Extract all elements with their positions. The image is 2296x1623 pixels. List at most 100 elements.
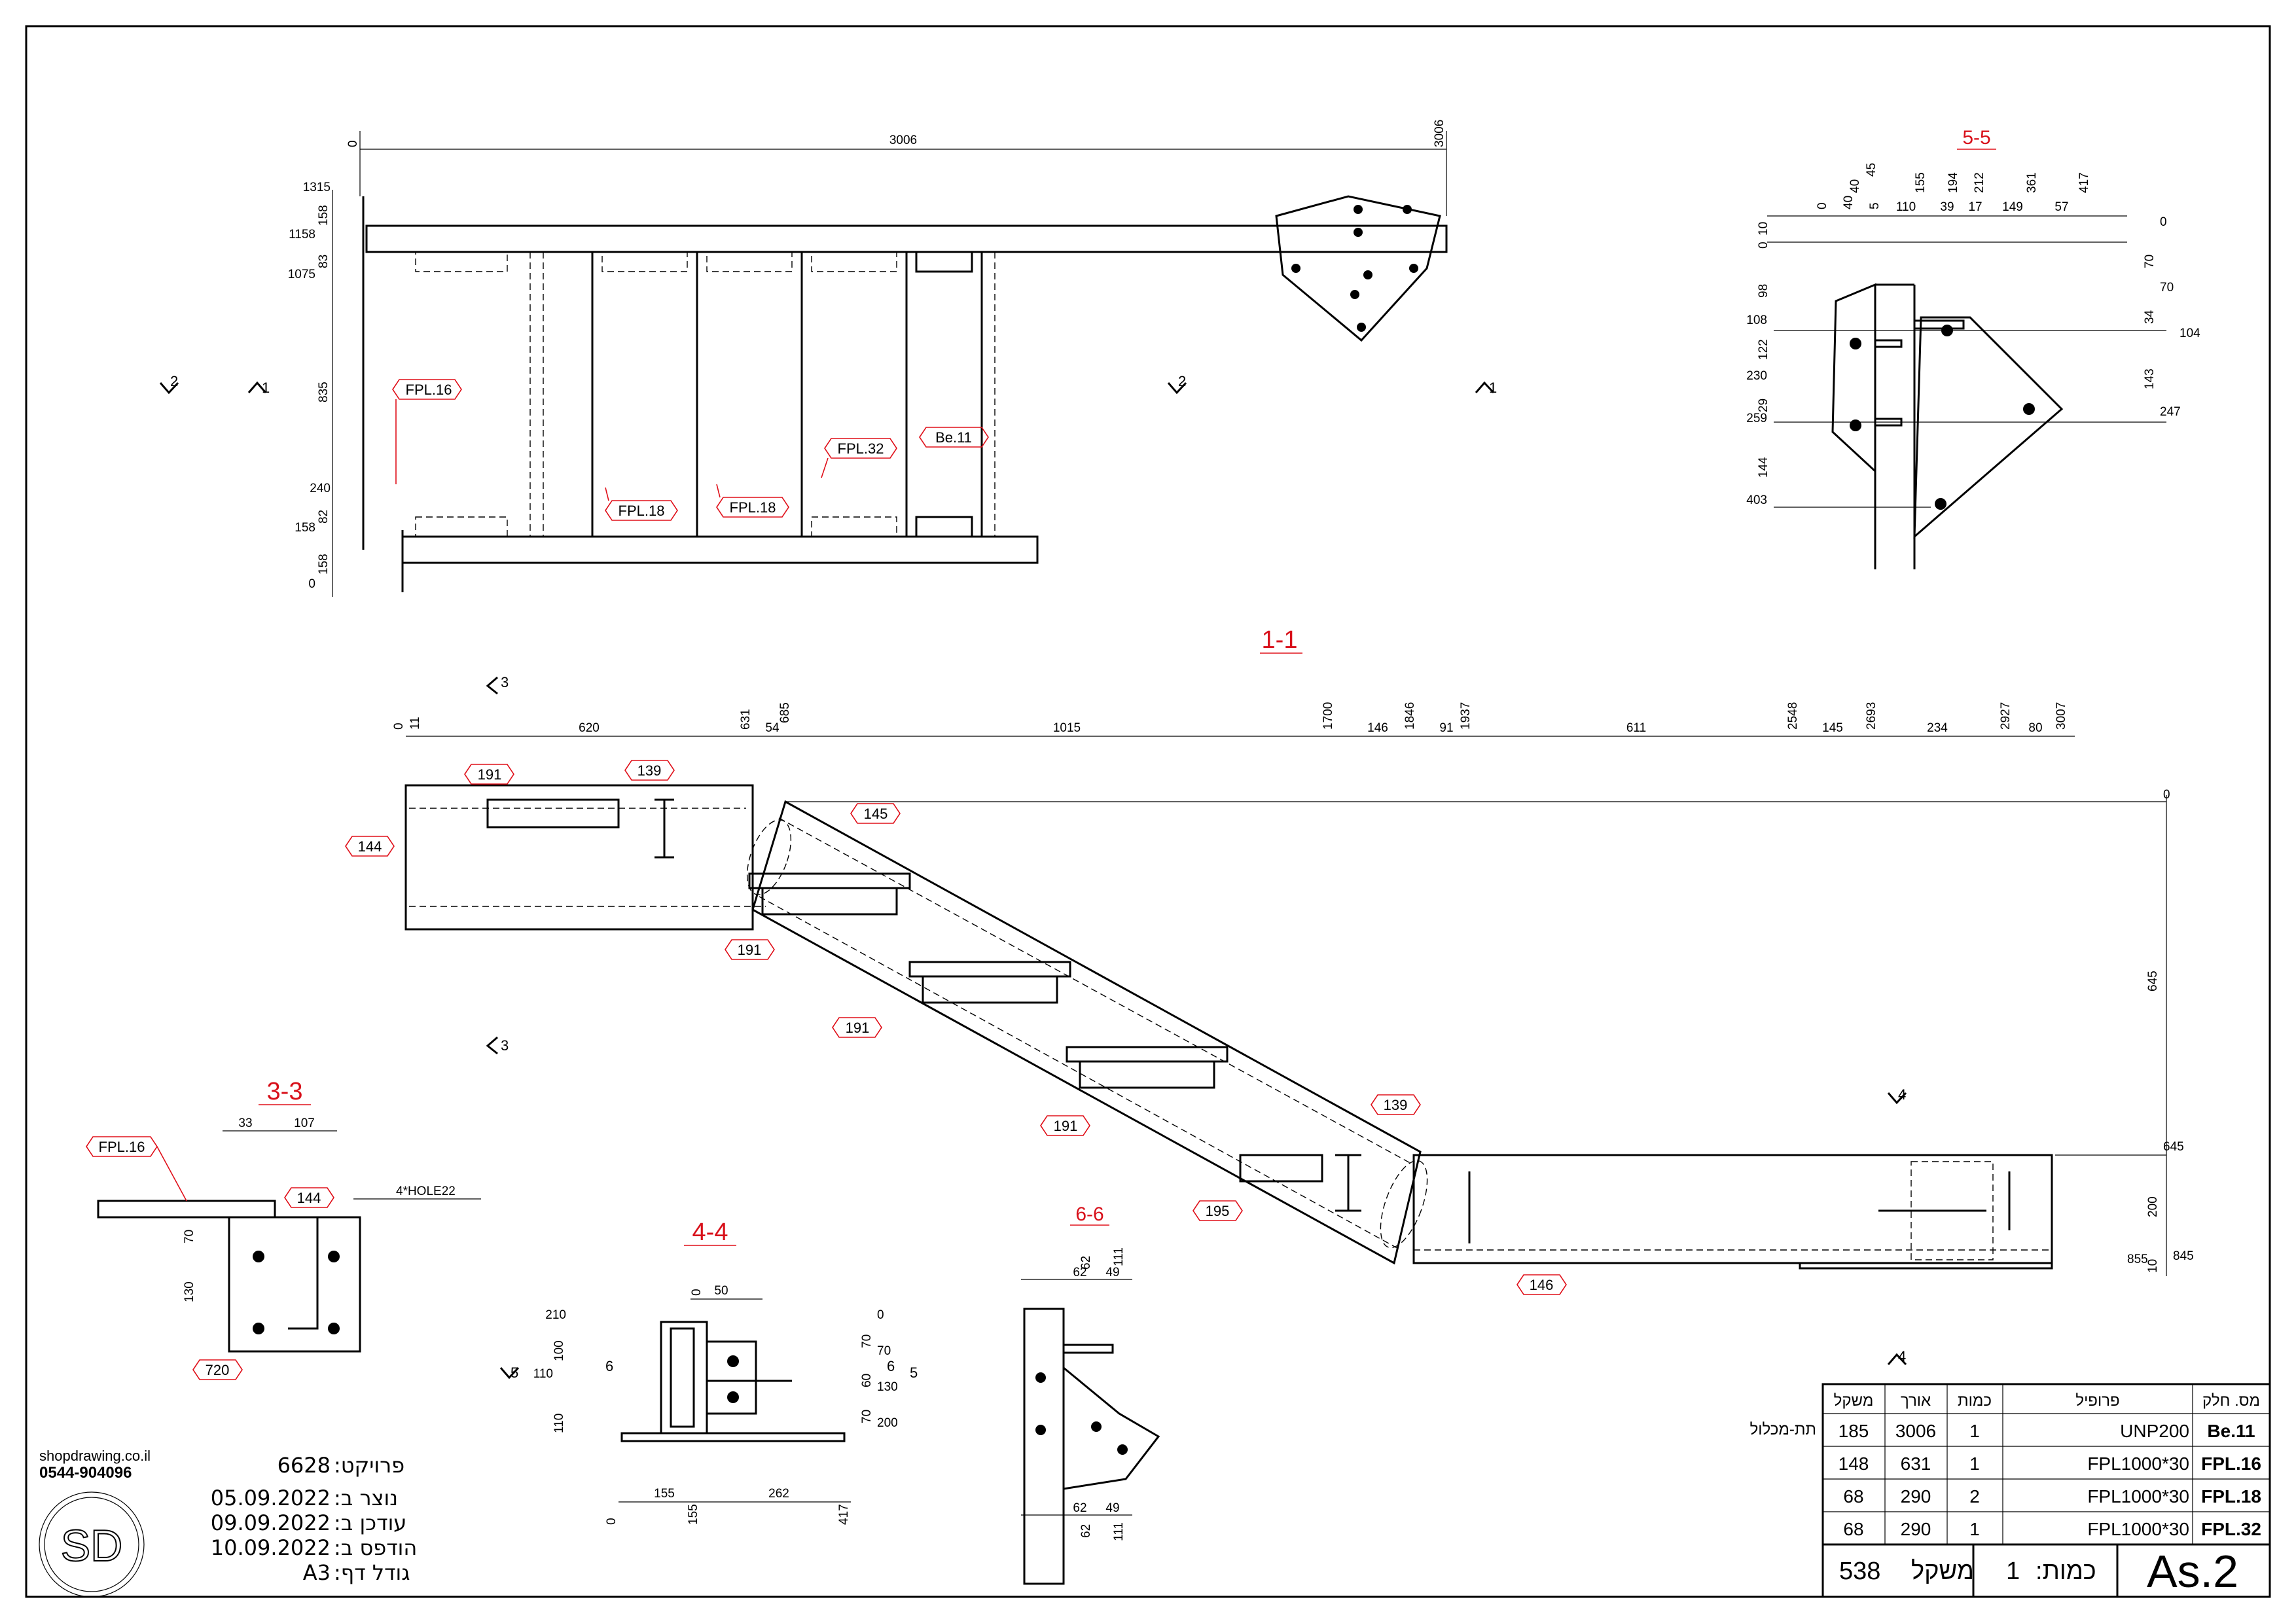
- svg-text:6628: 6628: [278, 1453, 331, 1478]
- svg-text:91: 91: [1439, 721, 1453, 735]
- svg-text:194: 194: [1946, 172, 1960, 193]
- svg-text:230: 230: [1746, 369, 1767, 383]
- svg-text:234: 234: [1927, 721, 1948, 735]
- elev-tag-145: 145: [850, 803, 901, 824]
- qty-label: :כמות: [2036, 1558, 2096, 1585]
- svg-text:6: 6: [605, 1358, 613, 1374]
- svg-text:645: 645: [2163, 1140, 2184, 1154]
- svg-text:3006: 3006: [1895, 1421, 1936, 1441]
- svg-text:247: 247: [2160, 405, 2181, 419]
- svg-text:FPL1000*30: FPL1000*30: [2087, 1519, 2189, 1539]
- elev-tag-139-a: 139: [624, 760, 675, 781]
- svg-text:50: 50: [714, 1284, 728, 1298]
- svg-text:אורך: אורך: [1901, 1392, 1931, 1410]
- svg-text:83: 83: [317, 255, 331, 268]
- dims-5-5-right: 0 70 70 34 104 143 247: [2143, 215, 2200, 419]
- elev-tag-191-a: 191: [464, 764, 514, 785]
- svg-text:משקל: משקל: [1834, 1392, 1874, 1410]
- svg-text:191: 191: [738, 942, 762, 958]
- svg-text:139: 139: [637, 762, 662, 779]
- svg-text:כמות: כמות: [1958, 1392, 1992, 1410]
- svg-text:290: 290: [1901, 1486, 1931, 1507]
- svg-text:108: 108: [1746, 313, 1767, 327]
- svg-text:200: 200: [877, 1416, 898, 1430]
- svg-text:34: 34: [2143, 310, 2157, 324]
- svg-text::הודפס ב: :הודפס ב: [334, 1535, 417, 1560]
- svg-text:148: 148: [1839, 1454, 1869, 1474]
- svg-text:33: 33: [238, 1116, 252, 1130]
- svg-text:62: 62: [1073, 1501, 1086, 1515]
- total-weight: 538: [1839, 1558, 1880, 1585]
- svg-text:0: 0: [308, 577, 315, 591]
- svg-text:1: 1: [1969, 1421, 1980, 1441]
- svg-text:158: 158: [295, 521, 315, 535]
- dims-1-1-right: 0 645 645 200 855 845 10: [2127, 788, 2194, 1273]
- svg-text:139: 139: [1384, 1097, 1408, 1113]
- elev-tag-191-d: 191: [1040, 1115, 1090, 1136]
- svg-text:403: 403: [1746, 493, 1767, 507]
- svg-text:FPL1000*30: FPL1000*30: [2087, 1486, 2189, 1507]
- elev-tag-139-b: 139: [1371, 1094, 1421, 1115]
- svg-text:3007: 3007: [2054, 702, 2068, 730]
- svg-text:144: 144: [297, 1190, 321, 1206]
- svg-text:1700: 1700: [1321, 702, 1335, 730]
- section-3-3: 3-3 33 107 70 130 FPL.16 144 720 4*HOLE2…: [86, 1078, 481, 1380]
- plan-left-dims: 1315 158 1158 83 1075 835 240 82 158 158…: [288, 181, 331, 591]
- svg-text:70: 70: [877, 1344, 891, 1358]
- section-6-6: 6-6 62 111 62 49 62 49 62 111: [1021, 1204, 1160, 1585]
- plan-dim-end: 3006: [1433, 120, 1446, 147]
- svg-text:195: 195: [1206, 1203, 1230, 1219]
- parts-table-header: משקל אורך כמות פרופיל מס. חלק: [1834, 1392, 2260, 1410]
- svg-text:60: 60: [860, 1374, 874, 1387]
- svg-text:11: 11: [408, 717, 422, 730]
- svg-text:62: 62: [1079, 1524, 1093, 1538]
- elev-tag-144: 144: [345, 836, 395, 857]
- svg-text:FPL.32: FPL.32: [2201, 1519, 2261, 1539]
- svg-text:מס. חלק: מס. חלק: [2202, 1392, 2260, 1410]
- svg-text:2927: 2927: [1999, 702, 2013, 730]
- svg-text:57: 57: [2054, 200, 2068, 214]
- svg-text:09.09.2022: 09.09.2022: [211, 1510, 331, 1535]
- svg-text:39: 39: [1940, 200, 1954, 214]
- svg-text:FPL.18: FPL.18: [619, 503, 665, 519]
- parts-table-row: 68 290 1 FPL1000*30 FPL.32: [1843, 1519, 2261, 1539]
- svg-text:145: 145: [1822, 721, 1843, 735]
- svg-text:290: 290: [1901, 1519, 1931, 1539]
- svg-text:143: 143: [2143, 368, 2157, 389]
- svg-text:122: 122: [1757, 339, 1770, 360]
- svg-text:146: 146: [1530, 1277, 1554, 1293]
- svg-text:2548: 2548: [1786, 702, 1800, 730]
- svg-text:685: 685: [778, 702, 792, 723]
- svg-text:361: 361: [2025, 172, 2039, 193]
- svg-text:3: 3: [501, 1037, 509, 1054]
- title-5-5: 5-5: [1962, 127, 1990, 149]
- svg-text:149: 149: [2002, 200, 2023, 214]
- svg-text:49: 49: [1105, 1501, 1119, 1515]
- svg-text:2: 2: [1969, 1486, 1980, 1507]
- parts-table-side-label: תת-מכלול: [1750, 1421, 1816, 1438]
- parts-table-row: 68 290 2 FPL1000*30 FPL.18: [1843, 1486, 2261, 1507]
- svg-text:FPL.16: FPL.16: [2201, 1454, 2261, 1474]
- sheet-border: [25, 25, 2271, 1598]
- svg-text:158: 158: [317, 205, 331, 226]
- svg-text:פרופיל: פרופיל: [2075, 1392, 2119, 1410]
- company-site: shopdrawing.co.il: [39, 1448, 151, 1464]
- plan-dim-zero: 0: [346, 140, 360, 147]
- s33-hole-note: 4*HOLE22: [396, 1185, 456, 1198]
- dims-5-5-top: 0 40 40 45 5 110 155 194 39 212 17 149 3…: [1816, 163, 2091, 214]
- svg-text:6: 6: [887, 1358, 895, 1374]
- company-block: shopdrawing.co.il 0544-904096 SD: [39, 1448, 151, 1597]
- svg-text:130: 130: [183, 1281, 196, 1302]
- svg-text:611: 611: [1626, 721, 1646, 735]
- svg-text:191: 191: [846, 1020, 870, 1036]
- drawing-number: As.2: [2147, 1546, 2238, 1597]
- svg-text:417: 417: [2077, 172, 2091, 193]
- svg-text:1: 1: [1489, 380, 1497, 396]
- svg-text:3: 3: [501, 674, 509, 690]
- svg-text:5: 5: [910, 1364, 918, 1381]
- svg-text:62: 62: [1079, 1256, 1093, 1270]
- s33-tag-720: 720: [192, 1359, 243, 1380]
- svg-text:FPL1000*30: FPL1000*30: [2087, 1454, 2189, 1474]
- svg-text:200: 200: [2146, 1196, 2160, 1217]
